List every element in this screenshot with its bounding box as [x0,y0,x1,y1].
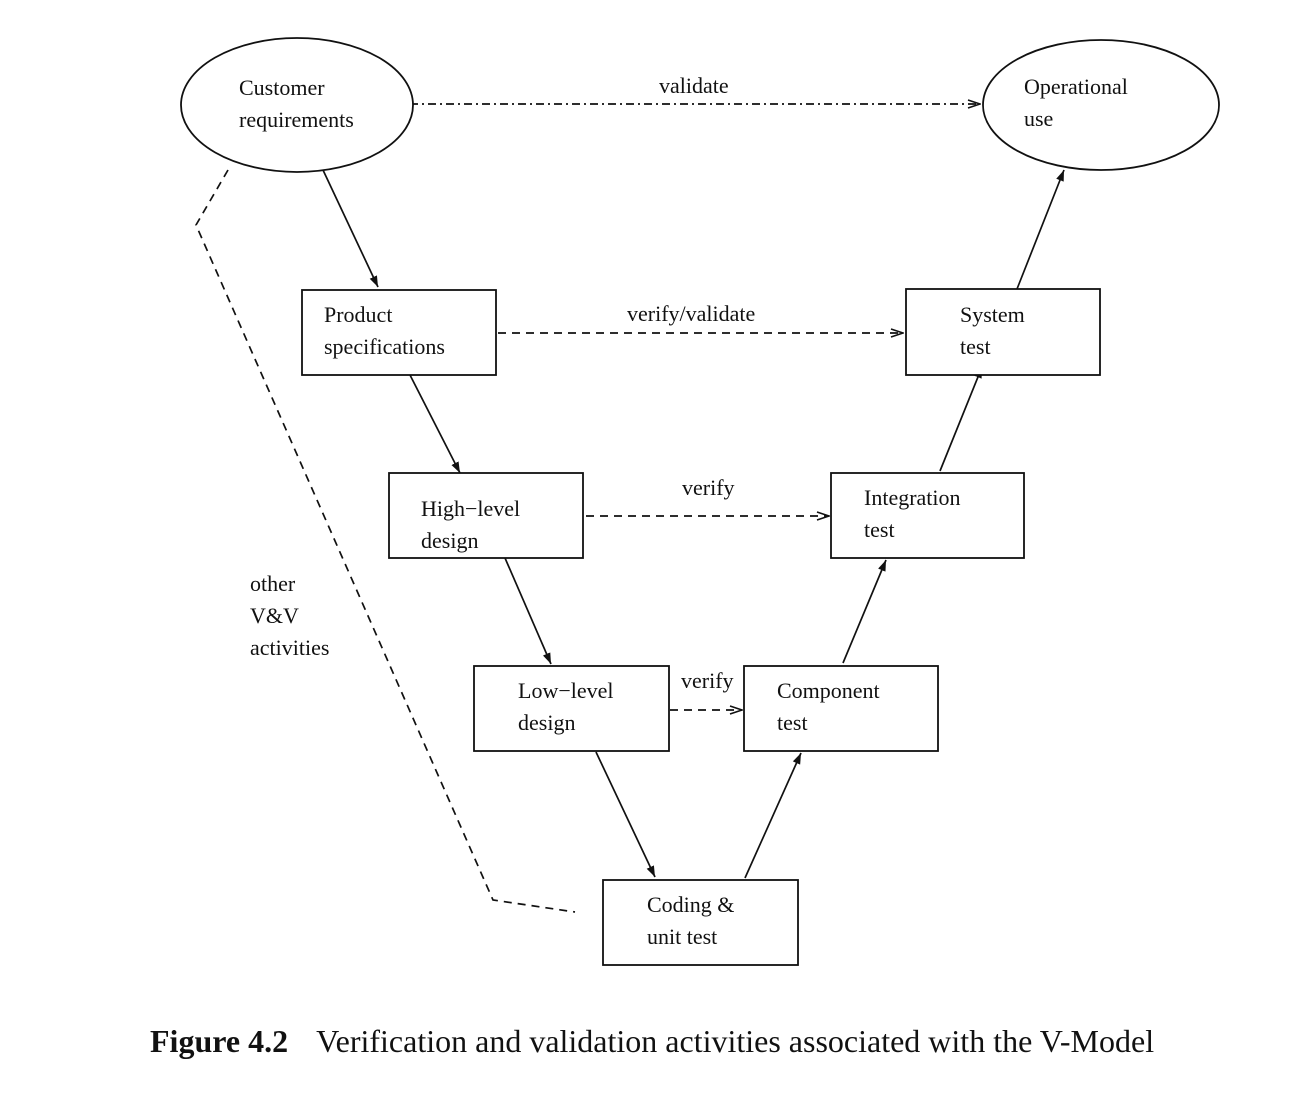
validate-label: validate [659,73,729,98]
arrow-component-to-integration [842,559,887,664]
arrow-highlevel-to-lowlevel [504,557,552,665]
figure-caption-text: Verification and validation activities a… [316,1023,1154,1059]
verify-validate-label: verify/validate [627,301,755,326]
component-test-line2: test [777,710,808,735]
arrow-integration-to-system [939,366,983,472]
customer-requirements-line2: requirements [239,107,354,132]
figure-number: Figure 4.2 [150,1023,288,1059]
arrow-customer-to-product [322,169,379,288]
integration-test-node: Integration test [830,472,1025,559]
coding-unit-test-line2: unit test [647,924,717,949]
figure-caption: Figure 4.2 Verification and validation ac… [150,1023,1154,1059]
low-level-design-node: Low−level design [473,665,670,752]
product-specifications-line1: Product [324,302,392,327]
arrow-product-to-highlevel [409,374,461,474]
other-vv-line2: V&V [250,603,299,628]
integration-test-line1: Integration [864,485,961,510]
verify-low-label: verify [681,668,734,693]
other-vv-line1: other [250,571,296,596]
operational-use-line2: use [1024,106,1053,131]
arrow-system-to-operational [1016,169,1065,290]
system-test-node: System test [905,288,1101,376]
high-level-design-line2: design [421,528,478,553]
integration-test-line2: test [864,517,895,542]
customer-requirements-line1: Customer [239,75,325,100]
component-test-line1: Component [777,678,880,703]
other-vv-note: other V&V activities [250,571,329,660]
arrow-coding-to-component [744,752,802,879]
other-vv-line3: activities [250,635,329,660]
coding-unit-test-node: Coding & unit test [602,879,799,966]
arrow-lowlevel-to-coding [595,751,656,878]
product-specifications-node: Product specifications [301,289,497,376]
operational-use-line1: Operational [1024,74,1128,99]
high-level-design-line1: High−level [421,496,520,521]
product-specifications-line2: specifications [324,334,445,359]
component-test-node: Component test [743,665,939,752]
customer-requirements-node: Customer requirements [180,37,414,173]
coding-unit-test-line1: Coding & [647,892,734,917]
system-test-line2: test [960,334,991,359]
low-level-design-line1: Low−level [518,678,614,703]
operational-use-node: Operational use [982,39,1220,171]
other-vv-path [195,169,576,913]
high-level-design-node: High−level design [388,472,584,559]
low-level-design-line2: design [518,710,575,735]
system-test-line1: System [960,302,1025,327]
verify-high-label: verify [682,475,735,500]
